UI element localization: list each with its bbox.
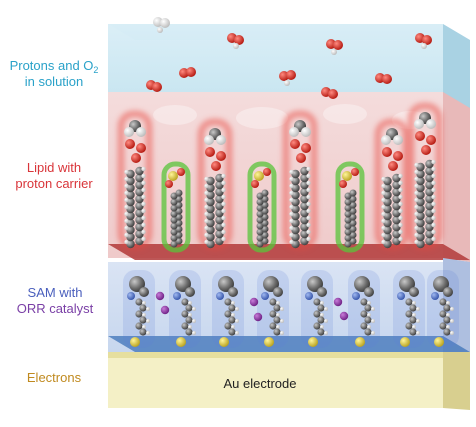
protons-label-subscript: 2 [93,65,99,75]
catalyst-dot [160,305,170,315]
sam-molecule [169,270,201,348]
au-electrode [108,352,470,410]
catalyst-dot [253,312,263,322]
proton [284,80,290,86]
lipid-label: Lipid with proton carrier [2,160,106,192]
oxygen-molecule [375,73,392,84]
proton [233,43,239,49]
lipid-molecule [198,119,232,249]
protons-o2-label: Protons and O2 in solution [0,58,108,90]
sam-molecule [212,270,244,348]
oxygen-molecule [146,80,162,92]
oxygen-molecule [179,67,196,78]
sam-molecules [123,270,459,348]
proton [157,27,163,33]
protons-label-line2: in solution [24,74,84,89]
oxygen-molecule [321,87,338,99]
protons-label-line1: Protons and O [9,58,94,73]
lipid-molecule [375,119,409,249]
solution-molecules [146,17,432,99]
oxygen-molecule [415,33,432,45]
au-electrode-label: Au electrode [190,376,330,392]
catalyst-dot [155,291,165,301]
oxygen-molecule [326,39,343,50]
electrons-label: Electrons [2,370,106,386]
proton [331,49,337,55]
catalyst-dot [249,297,259,307]
proton-carrier-molecule [247,161,277,253]
sam-label-line2: ORR catalyst [16,301,94,316]
lipid-molecules [118,103,442,249]
sam-molecule [257,270,289,348]
orr-catalyst-particles [155,291,349,322]
sam-label-line1: SAM with [27,285,83,300]
catalyst-dot [333,297,343,307]
oxygen-molecule [279,70,296,81]
sam-molecule [348,270,380,348]
oxygen-molecule [227,33,244,45]
proton-carrier-molecules [161,161,365,253]
oxygen-molecule [153,17,170,28]
lipid-molecule [118,111,152,249]
sam-molecule [301,270,333,348]
catalyst-dot [339,311,349,321]
lipid-label-line2: proton carrier [15,176,93,191]
sam-molecule [123,270,155,348]
au-electrode-label-text: Au electrode [223,376,297,391]
sam-molecule [393,270,425,348]
proton-carrier-molecule [335,161,365,253]
background-lipids [153,104,428,129]
lipid-molecule [408,103,442,249]
sam-molecule [427,270,459,348]
proton [421,43,427,49]
lipid-molecule [283,111,317,249]
electrons-label-text: Electrons [26,370,82,385]
lipid-label-line1: Lipid with [26,160,82,175]
sam-label: SAM with ORR catalyst [2,285,108,317]
proton-carrier-molecule [161,161,191,253]
